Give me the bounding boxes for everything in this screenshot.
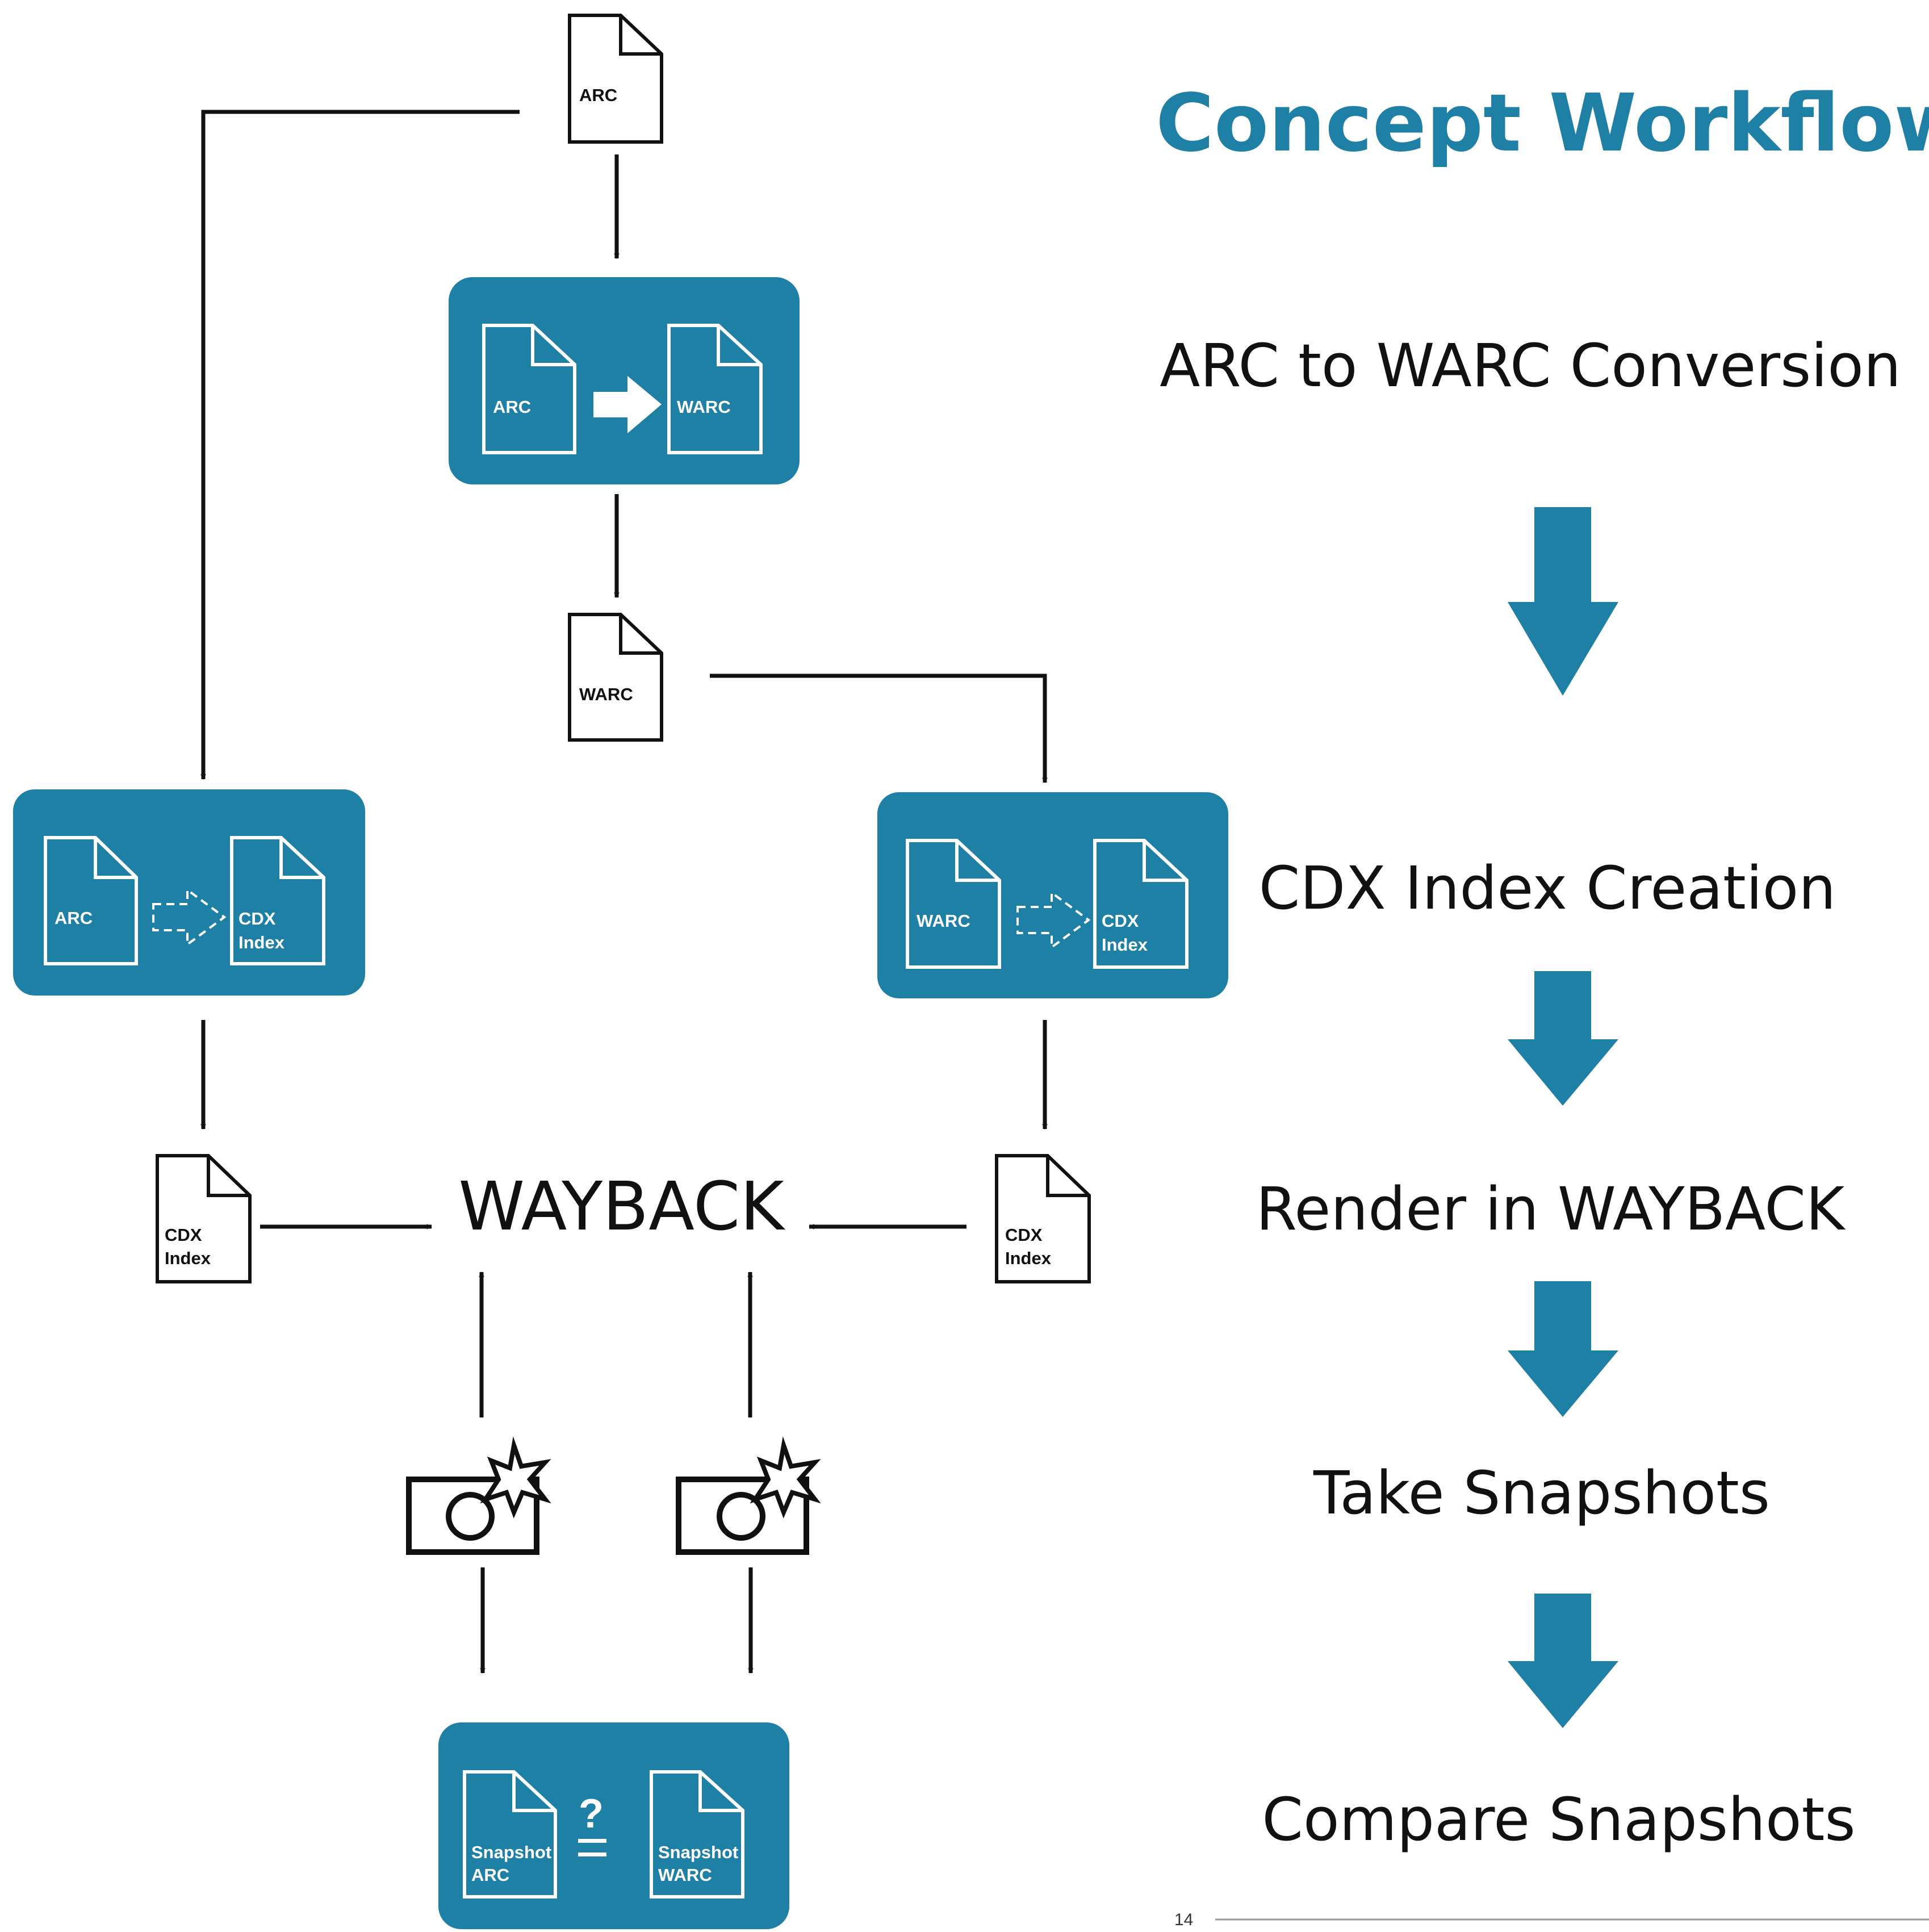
document-icon: [568, 613, 663, 742]
document-icon: [482, 324, 576, 454]
compare-question-mark: ?: [579, 1791, 604, 1837]
cdx-right-from-label: WARC: [917, 911, 970, 931]
connector-arc-to-cdx-box: [200, 110, 520, 780]
arrow-down-icon: [1508, 1281, 1618, 1417]
equals-icon: [578, 1839, 606, 1843]
warc-document: WARC: [568, 613, 663, 742]
flash-icon: [750, 1436, 821, 1519]
step-render-wayback: Render in WAYBACK: [1256, 1174, 1846, 1244]
arrow-down-icon: [1508, 507, 1618, 696]
compare-right-line1: Snapshot: [658, 1842, 738, 1862]
step-cdx-index: CDX Index Creation: [1259, 854, 1836, 923]
arrow-down-icon: [1508, 971, 1618, 1106]
cdx-doc-right-line1: CDX: [1005, 1225, 1043, 1245]
cdx-left-to-line1: CDX: [238, 909, 276, 929]
arrow-right-icon: [593, 376, 662, 433]
document-icon: [995, 1154, 1091, 1283]
connector-warc-to-cdx-box: [710, 674, 1048, 783]
compare-left-line1: Snapshot: [471, 1842, 551, 1862]
arrow-down-icon: [1508, 1594, 1618, 1728]
conversion-from-label: ARC: [493, 397, 531, 417]
document-icon: [44, 836, 138, 965]
cdx-creation-box-arc: ARC CDX Index: [13, 789, 365, 996]
page-number: 14: [1174, 1910, 1193, 1929]
step-arc-to-warc: ARC to WARC Conversion: [1160, 331, 1901, 400]
document-icon: [156, 1154, 252, 1283]
document-icon: [463, 1770, 557, 1898]
document-icon: [230, 836, 325, 965]
compare-snapshots-box: Snapshot ARC ? Snapshot WARC: [438, 1722, 789, 1929]
document-icon: [568, 14, 663, 144]
cdx-right-to-line1: CDX: [1102, 911, 1139, 931]
flash-icon: [480, 1436, 551, 1519]
compare-left-line2: ARC: [471, 1865, 509, 1885]
arc-input-label: ARC: [579, 85, 617, 105]
conversion-to-label: WARC: [677, 397, 731, 417]
warc-document-label: WARC: [579, 684, 633, 704]
slide-title: Concept Workflow: [1156, 77, 1929, 170]
cdx-creation-box-warc: WARC CDX Index: [877, 792, 1228, 998]
cdx-doc-left-line2: Index: [165, 1248, 211, 1268]
compare-right-line2: WARC: [658, 1865, 712, 1885]
cdx-doc-left-line1: CDX: [165, 1225, 202, 1245]
document-icon: [1093, 839, 1189, 969]
arc-to-warc-conversion-box: ARC WARC: [449, 277, 800, 484]
cdx-right-to-line2: Index: [1102, 935, 1148, 955]
cdx-doc-right-line2: Index: [1005, 1248, 1052, 1268]
wayback-label: WAYBACK: [458, 1167, 785, 1245]
document-icon: [906, 839, 1001, 969]
arc-input-document: ARC: [568, 14, 663, 144]
step-take-snapshots: Take Snapshots: [1313, 1458, 1770, 1528]
camera-icon-left: [406, 1436, 551, 1555]
cdx-left-from-label: ARC: [55, 908, 93, 928]
document-icon: [667, 324, 763, 454]
cdx-index-document-left: CDX Index: [156, 1154, 252, 1283]
document-icon: [650, 1770, 744, 1898]
camera-icon-right: [676, 1436, 821, 1555]
cdx-index-document-right: CDX Index: [995, 1154, 1091, 1283]
step-compare-snapshots: Compare Snapshots: [1262, 1785, 1855, 1854]
cdx-left-to-line2: Index: [238, 932, 285, 952]
